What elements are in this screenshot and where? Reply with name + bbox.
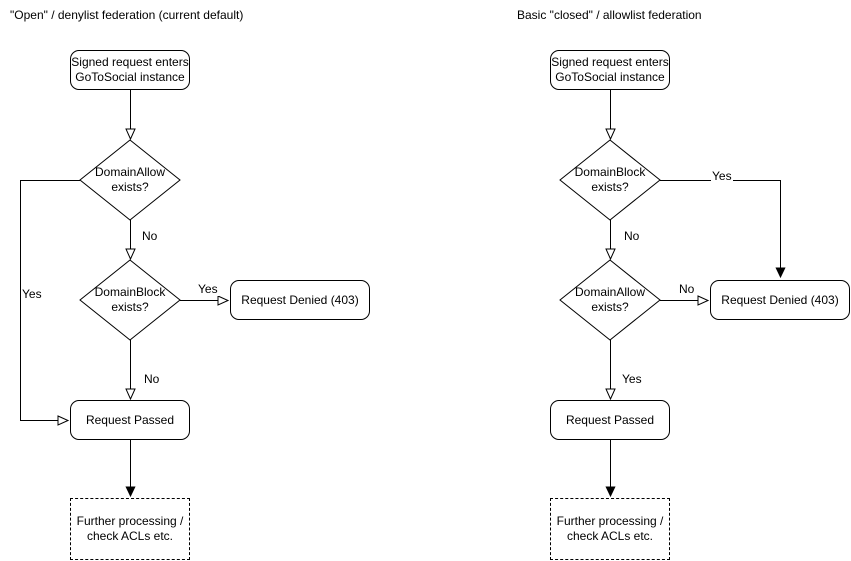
chart-title-right: Basic "closed" / allowlist federation	[517, 8, 702, 22]
label-decision2-no-left: No	[143, 372, 161, 386]
label-decision1-no-left: No	[141, 229, 159, 243]
node-passed-left: Request Passed	[70, 400, 190, 440]
label-decision1-yes-right: Yes	[711, 169, 733, 183]
node-passed-right: Request Passed	[550, 400, 670, 440]
label-decision1-yes-left: Yes	[21, 287, 43, 301]
edge-decision1-yes-denied-right	[660, 180, 781, 278]
label-decision1-no-right: No	[623, 229, 641, 243]
decision1-diamond-right	[559, 139, 661, 221]
decision1-diamond-left	[79, 139, 181, 221]
chart-title-left: "Open" / denylist federation (current de…	[10, 8, 244, 22]
label-decision2-no-right: No	[678, 282, 696, 296]
decision2-diamond-left	[79, 259, 181, 341]
decision2-diamond-right	[559, 259, 661, 341]
edge-decision1-yes-passed-left	[20, 180, 80, 426]
label-decision2-yes-right: Yes	[621, 372, 643, 386]
node-denied-left: Request Denied (403)	[230, 280, 370, 320]
node-further-processing-left: Further processing / check ACLs etc.	[70, 498, 190, 560]
node-start-left: Signed request enters GoToSocial instanc…	[70, 50, 190, 90]
node-start-right: Signed request enters GoToSocial instanc…	[550, 50, 670, 90]
label-decision2-yes-left: Yes	[197, 282, 219, 296]
node-denied-right: Request Denied (403)	[710, 280, 850, 320]
node-further-processing-right: Further processing / check ACLs etc.	[550, 498, 670, 560]
